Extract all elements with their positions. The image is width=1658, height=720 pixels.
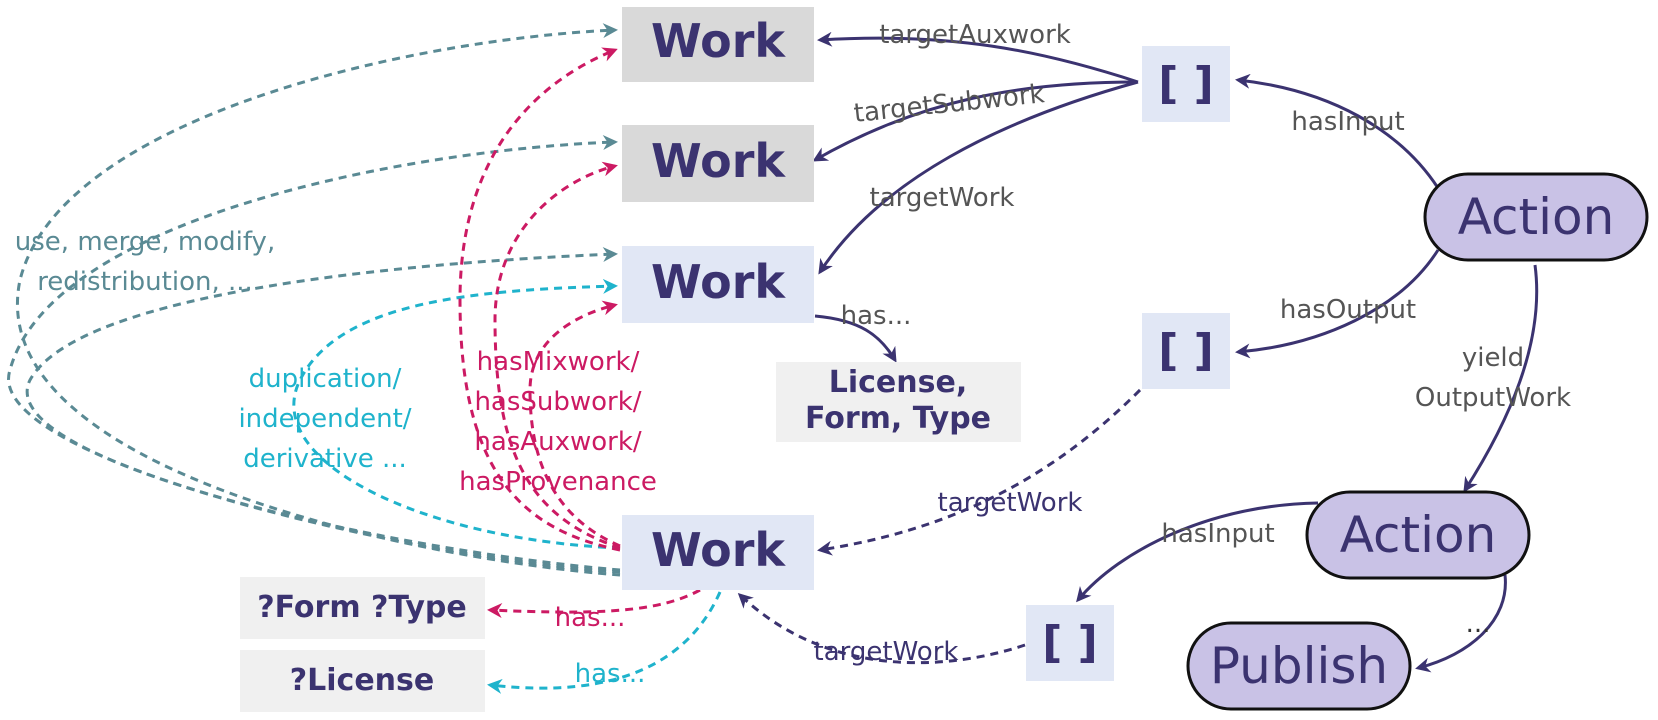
edge-has-form-type xyxy=(487,588,701,619)
label-dup-line1: duplication/ xyxy=(249,364,402,394)
edge-to-publish xyxy=(1415,574,1507,673)
edge-target-subwork xyxy=(812,80,1139,162)
publish-label: Publish xyxy=(1210,637,1388,695)
edge-use-to-work-mid xyxy=(25,246,621,572)
edge-has-attrs xyxy=(814,314,897,363)
form-type-box[interactable] xyxy=(240,577,485,639)
action-bottom-label: Action xyxy=(1340,506,1497,564)
label-has-magenta: has... xyxy=(555,603,626,633)
label-has-mid: has... xyxy=(841,301,912,331)
edge-has-output xyxy=(1235,249,1440,359)
license-box[interactable] xyxy=(240,650,485,712)
edge-mix-to-work-mid xyxy=(528,300,621,548)
label-yield-line1: yield xyxy=(1462,343,1524,373)
edge-target-work-mid xyxy=(817,388,1142,556)
list-top-box[interactable] xyxy=(1142,46,1230,122)
attrs-box[interactable] xyxy=(776,362,1021,442)
label-mix-line2: hasSubwork/ xyxy=(474,387,641,417)
label-target-subwork: targetSubwork xyxy=(852,79,1046,129)
label-target-work-bottom: targetWork xyxy=(814,637,959,667)
attrs-box-line1: License, xyxy=(829,365,968,400)
edge-target-auxwork xyxy=(817,31,1139,84)
edge-target-work-top xyxy=(818,80,1139,275)
attrs-box-line2: Form, Type xyxy=(805,401,991,436)
label-yield-line2: OutputWork xyxy=(1415,383,1571,413)
form-type-label: ?Form ?Type xyxy=(257,590,466,625)
work-mid-label: Work xyxy=(651,255,786,309)
list-top-label: [ ] xyxy=(1158,58,1214,109)
label-target-auxwork: targetAuxwork xyxy=(879,20,1071,50)
edge-has-license xyxy=(487,591,722,694)
edge-mix-to-work-second xyxy=(493,161,621,550)
edge-yield xyxy=(1463,264,1539,493)
edge-has-input-top xyxy=(1235,73,1440,189)
label-has-cyan: has... xyxy=(575,659,646,689)
work-second-box[interactable] xyxy=(622,125,814,202)
edge-use-to-work-second xyxy=(7,134,621,574)
work-bottom-box[interactable] xyxy=(622,515,814,590)
label-mix-line1: hasMixwork/ xyxy=(477,347,640,377)
edge-mix-to-work-top xyxy=(458,47,621,552)
list-bottom-box[interactable] xyxy=(1026,605,1114,681)
work-mid-box[interactable] xyxy=(622,246,814,323)
action-top-label: Action xyxy=(1458,188,1615,246)
work-bottom-label: Work xyxy=(651,523,786,577)
publish-oval[interactable] xyxy=(1186,621,1412,711)
work-top-label: Work xyxy=(651,14,786,68)
label-use-line2: redistribution, ... xyxy=(37,267,253,297)
label-use-line1: use, merge, modify, xyxy=(15,227,275,257)
label-mix-line3: hasAuxwork/ xyxy=(474,427,642,457)
label-dup-line3: derivative ... xyxy=(243,444,407,474)
label-target-work-top: targetWork xyxy=(870,183,1015,213)
label-mix-line4: hasProvenance xyxy=(459,467,657,497)
work-second-label: Work xyxy=(651,134,786,188)
edge-has-input-bottom xyxy=(1076,501,1319,603)
label-dup-line2: independent/ xyxy=(238,404,411,434)
list-bottom-label: [ ] xyxy=(1042,617,1098,668)
label-target-work-mid: targetWork xyxy=(938,488,1083,518)
edge-target-work-bottom xyxy=(737,592,1026,665)
work-top-box[interactable] xyxy=(622,7,814,82)
label-has-input-bottom: hasInput xyxy=(1161,519,1274,549)
label-has-output: hasOutput xyxy=(1280,295,1416,325)
edge-duplication xyxy=(292,278,621,550)
list-mid-box[interactable] xyxy=(1142,313,1230,389)
list-mid-label: [ ] xyxy=(1158,325,1214,376)
label-has-input-top: hasInput xyxy=(1291,107,1404,137)
label-ellipsis: ... xyxy=(1466,609,1491,639)
action-bottom-oval[interactable] xyxy=(1305,490,1531,580)
action-top-oval[interactable] xyxy=(1423,172,1649,262)
license-label: ?License xyxy=(290,663,435,698)
